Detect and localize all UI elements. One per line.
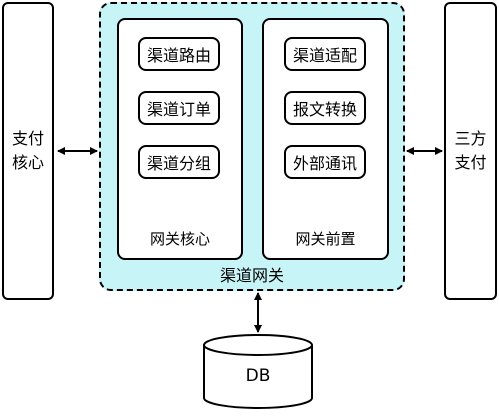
channel-group-label: 渠道分组 (146, 154, 211, 173)
payment-core-label: 支付 核心 (11, 129, 44, 172)
channel-adapter-item: 渠道适配 (284, 37, 366, 71)
channel-adapter-label: 渠道适配 (292, 46, 357, 65)
gateway-core-label: 网关核心 (149, 230, 210, 248)
channel-order-item: 渠道订单 (138, 91, 220, 125)
channel-gateway-label: 渠道网关 (219, 266, 284, 285)
third-party-payment-box: 三方 支付 (444, 2, 497, 300)
payment-core-box: 支付 核心 (2, 2, 54, 300)
channel-order-label: 渠道订单 (146, 100, 211, 119)
external-communication-item: 外部通讯 (284, 145, 366, 179)
external-communication-label: 外部通讯 (292, 154, 357, 173)
database-cylinder (203, 334, 313, 409)
message-conversion-item: 报文转换 (284, 91, 366, 125)
gateway-front-label: 网关前置 (295, 230, 356, 248)
message-conversion-label: 报文转换 (292, 100, 357, 119)
channel-group-item: 渠道分组 (138, 145, 220, 179)
third-party-payment-label: 三方 支付 (454, 129, 487, 172)
channel-routing-label: 渠道路由 (146, 46, 211, 65)
channel-routing-item: 渠道路由 (138, 37, 220, 71)
database-label: DB (245, 366, 271, 386)
